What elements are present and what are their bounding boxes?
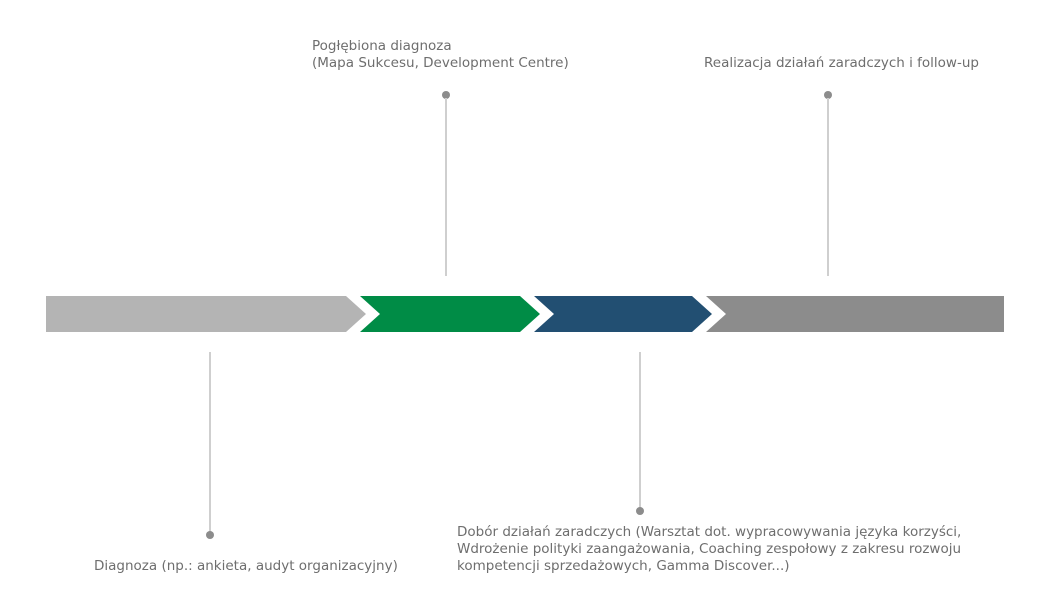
poglebiona-label: Pogłębiona diagnoza (Mapa Sukcesu, Devel…: [312, 38, 569, 72]
stage-diagnoza-arrow: [46, 296, 366, 332]
stage-realizacja-arrow: [706, 296, 1004, 332]
diagnoza-connector: [209, 352, 211, 534]
dobor-label-line-3: kompetencji sprzedażowych, Gamma Discove…: [457, 558, 790, 574]
realizacja-label: Realizacja działań zaradczych i follow-u…: [704, 55, 979, 71]
realizacja-marker-dot: [824, 91, 832, 99]
realizacja-connector: [827, 98, 829, 276]
dobor-label-line-2: Wdrożenie polityki zaangażowania, Coachi…: [457, 541, 962, 557]
stage-dobor-arrow: [534, 296, 712, 332]
dobor-label-line-1: Dobór działań zaradczych (Warsztat dot. …: [457, 524, 962, 540]
poglebiona-connector: [445, 98, 447, 276]
diagnoza-marker-dot: [206, 531, 214, 539]
dobor-connector: [639, 352, 641, 508]
dobor-marker-dot: [636, 507, 644, 515]
poglebiona-label-line-2: (Mapa Sukcesu, Development Centre): [312, 55, 569, 71]
diagnoza-label: Diagnoza (np.: ankieta, audyt organizacy…: [94, 558, 398, 574]
poglebiona-label-line-1: Pogłębiona diagnoza: [312, 38, 452, 54]
stage-poglebiona-arrow: [360, 296, 540, 332]
poglebiona-marker-dot: [442, 91, 450, 99]
dobor-label: Dobór działań zaradczych (Warsztat dot. …: [457, 524, 961, 575]
